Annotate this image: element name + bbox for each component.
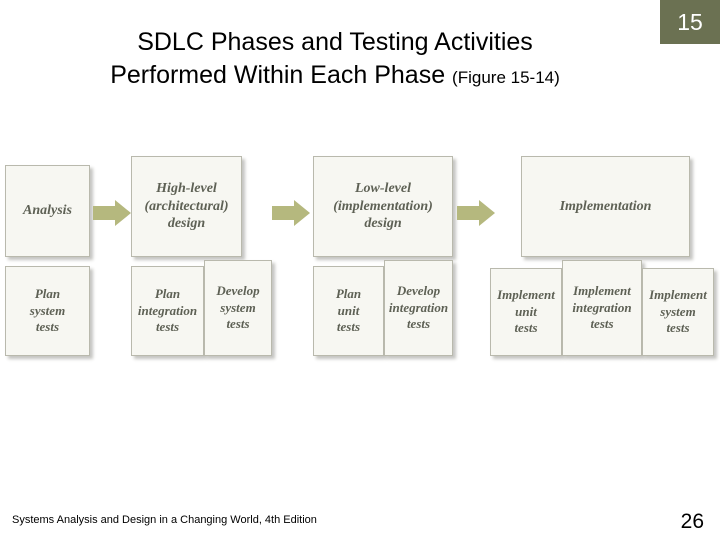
task-box-implement-unit-tests: Implement unit tests	[490, 268, 562, 356]
arrow-lowlevel-to-implementation	[457, 200, 495, 226]
footer-citation: Systems Analysis and Design in a Changin…	[12, 514, 317, 526]
task-box-plan-integration-tests: Plan integration tests	[131, 266, 204, 356]
task-box-develop-system-tests: Develop system tests	[204, 260, 272, 356]
phase-box-analysis: Analysis	[5, 165, 90, 257]
phase-box-high-level-design: High-level (architectural) design	[131, 156, 242, 257]
task-box-develop-integration-tests: Develop integration tests	[384, 260, 453, 356]
arrow-highlevel-to-lowlevel	[272, 200, 310, 226]
sdlc-figure: Analysis High-level (architectural) desi…	[0, 150, 720, 370]
page-number: 26	[680, 510, 704, 533]
chapter-number-badge: 15	[660, 0, 720, 44]
task-box-implement-integration-tests: Implement integration tests	[562, 260, 642, 356]
phase-box-implementation: Implementation	[521, 156, 690, 257]
page-title: SDLC Phases and Testing Activities Perfo…	[20, 26, 650, 92]
task-box-plan-unit-tests: Plan unit tests	[313, 266, 384, 356]
task-box-plan-system-tests: Plan system tests	[5, 266, 90, 356]
title-line-1: SDLC Phases and Testing Activities	[137, 28, 533, 56]
figure-reference: (Figure 15-14)	[452, 68, 560, 87]
arrow-analysis-to-highlevel	[93, 200, 131, 226]
phase-box-low-level-design: Low-level (implementation) design	[313, 156, 453, 257]
task-box-implement-system-tests: Implement system tests	[642, 268, 714, 356]
title-line-2: Performed Within Each Phase	[110, 61, 453, 89]
